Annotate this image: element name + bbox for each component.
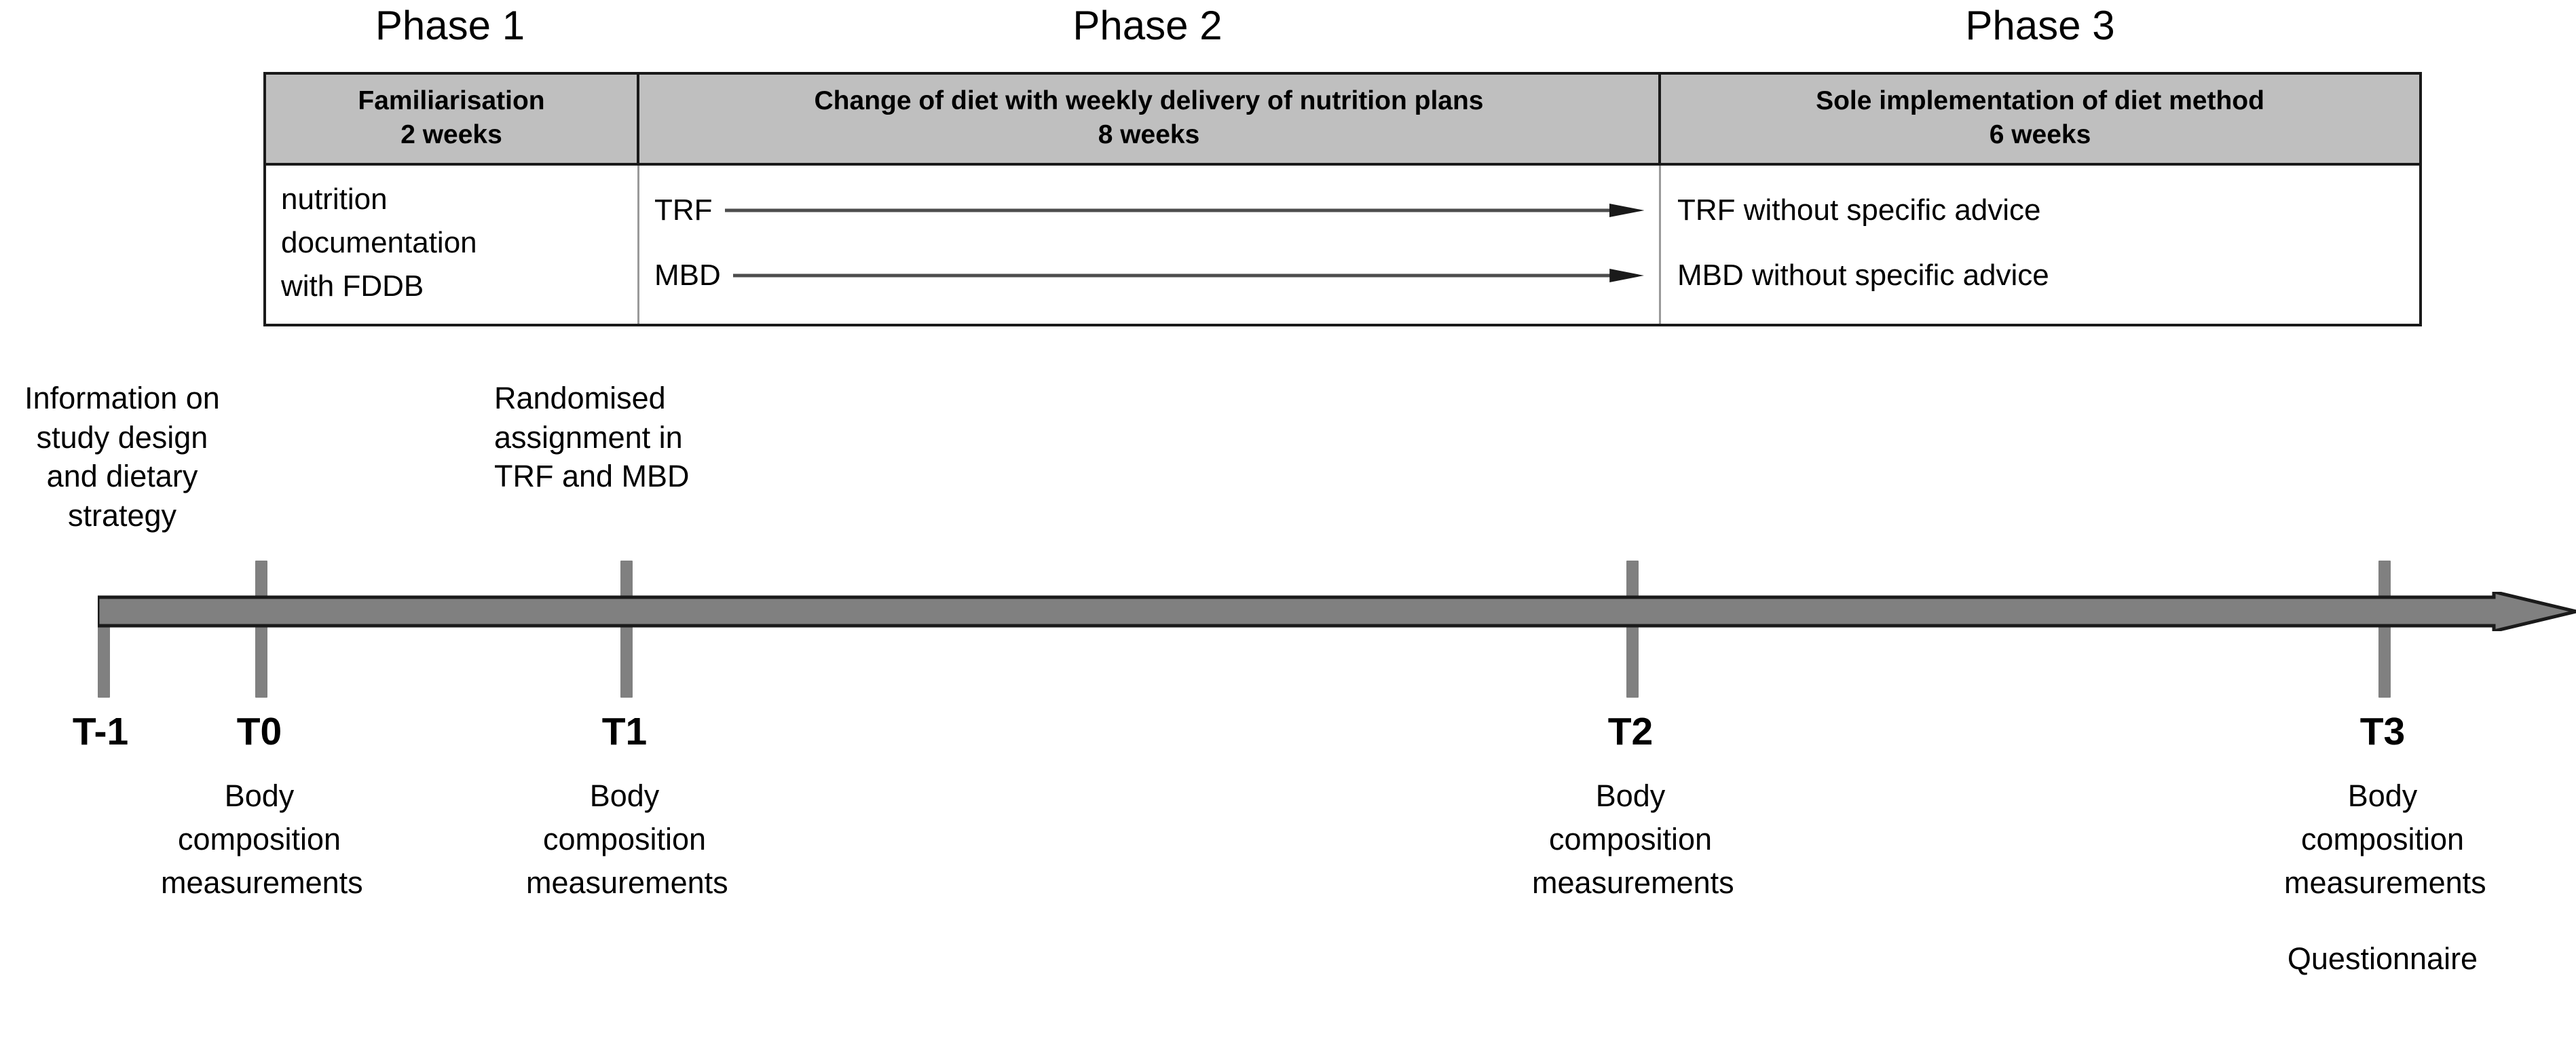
phase-3-trf-row: TRF without specific advice (1677, 193, 2041, 227)
t-minus-1-annotation: Information on study design and dietary … (0, 379, 244, 535)
timeline-arrow-icon (98, 592, 2576, 631)
milestone-t1-description: Body composition measurements (526, 774, 728, 905)
nutrition-doc-line-1: nutrition (281, 182, 388, 216)
t-minus-1-annotation-line-3: and dietary (46, 459, 198, 494)
phase-2-body-cell: TRF MBD (639, 165, 1661, 324)
milestone-t1-desc-line-2: composition (542, 821, 707, 856)
t-minus-1-annotation-line-2: study design (36, 419, 208, 455)
trf-arm-row: TRF (639, 178, 1659, 243)
milestone-t3-description: Body composition measurements (2284, 774, 2486, 905)
phase-1-header-duration: 2 weeks (400, 119, 502, 149)
nutrition-doc-line-2: documentation (281, 226, 477, 260)
milestone-t3-desc-line-1: Body (2347, 778, 2418, 813)
phase-table: Familiarisation 2 weeks Change of diet w… (263, 72, 2422, 326)
t1-annotation-line-1: Randomised (494, 381, 666, 415)
milestone-t3-desc-line-2: composition (2300, 821, 2465, 856)
phase-1-header-title: Familiarisation (358, 86, 545, 115)
t1-annotation-line-2: assignment in (494, 419, 683, 455)
tick-t3 (2378, 561, 2391, 698)
trf-arm-label: TRF (654, 193, 713, 227)
t-minus-1-annotation-line-1: Information on (24, 381, 220, 415)
nutrition-doc-line-3: with FDDB (281, 269, 424, 303)
milestone-t0: T0 Body composition measurements (161, 710, 363, 905)
milestone-t-minus-1: T-1 (2, 713, 199, 751)
phase-2-caption: Phase 2 (1072, 3, 1222, 48)
milestone-t2-code: T2 (1607, 710, 1654, 753)
milestone-t2: T2 Body composition measurements (1532, 710, 1734, 905)
milestone-t2-description: Body composition measurements (1532, 774, 1734, 905)
milestone-t0-desc-line-1: Body (224, 778, 295, 813)
milestone-t0-desc-line-3: measurements (161, 865, 363, 900)
phase-2-header-title: Change of diet with weekly delivery of n… (814, 86, 1484, 115)
trf-arrow-icon (724, 203, 1644, 217)
milestone-t1-desc-line-1: Body (589, 778, 660, 813)
milestone-t0-desc-line-2: composition (177, 821, 341, 856)
phase-table-header-row: Familiarisation 2 weeks Change of diet w… (266, 75, 2419, 166)
phase-3-header-duration: 6 weeks (1989, 119, 2091, 149)
phase-3-header-cell: Sole implementation of diet method 6 wee… (1661, 75, 2419, 163)
mbd-arm-row: MBD (639, 243, 1659, 308)
phase-table-body-row: nutrition documentation with FDDB TRF (266, 165, 2419, 324)
tick-t0 (255, 561, 267, 698)
phase-3-mbd-row: MBD without specific advice (1677, 258, 2049, 292)
t1-annotation-line-3: TRF and MBD (494, 459, 690, 494)
phase-1-body-cell: nutrition documentation with FDDB (266, 165, 639, 324)
mbd-arrow-icon (732, 268, 1644, 282)
phase-1-header-cell: Familiarisation 2 weeks (266, 75, 639, 163)
milestone-t3-code: T3 (2359, 710, 2406, 753)
milestone-t2-desc-line-3: measurements (1532, 865, 1734, 900)
phase-1-caption: Phase 1 (375, 3, 525, 48)
phase-3-body-cell: TRF without specific advice MBD without … (1661, 166, 2419, 324)
phase-2-header-cell: Change of diet with weekly delivery of n… (639, 75, 1661, 163)
milestone-t1: T1 Body composition measurements (526, 710, 728, 905)
milestone-t0-code: T0 (236, 710, 282, 753)
milestone-t3-questionnaire: Questionnaire (2287, 941, 2478, 976)
milestone-t1-desc-line-3: measurements (526, 865, 728, 900)
phase-3-caption: Phase 3 (1965, 3, 2115, 48)
t1-annotation: Randomised assignment in TRF and MBD (494, 379, 806, 496)
milestone-t2-desc-line-2: composition (1548, 821, 1713, 856)
milestone-t2-desc-line-1: Body (1595, 778, 1666, 813)
phase-3-header-title: Sole implementation of diet method (1816, 86, 2264, 115)
milestone-t3-desc-line-3: measurements (2284, 865, 2486, 900)
milestone-t1-code: T1 (601, 710, 648, 753)
milestone-t3: T3 Body composition measurements Questio… (2284, 710, 2486, 981)
tick-t1 (620, 561, 633, 698)
milestone-t-minus-1-code: T-1 (72, 710, 129, 753)
mbd-arm-label: MBD (654, 258, 721, 292)
milestone-t0-description: Body composition measurements (161, 774, 363, 905)
study-timeline-axis (0, 561, 2576, 698)
t-minus-1-annotation-line-4: strategy (67, 497, 177, 533)
tick-t2 (1626, 561, 1639, 698)
phase-2-header-duration: 8 weeks (1098, 119, 1200, 149)
